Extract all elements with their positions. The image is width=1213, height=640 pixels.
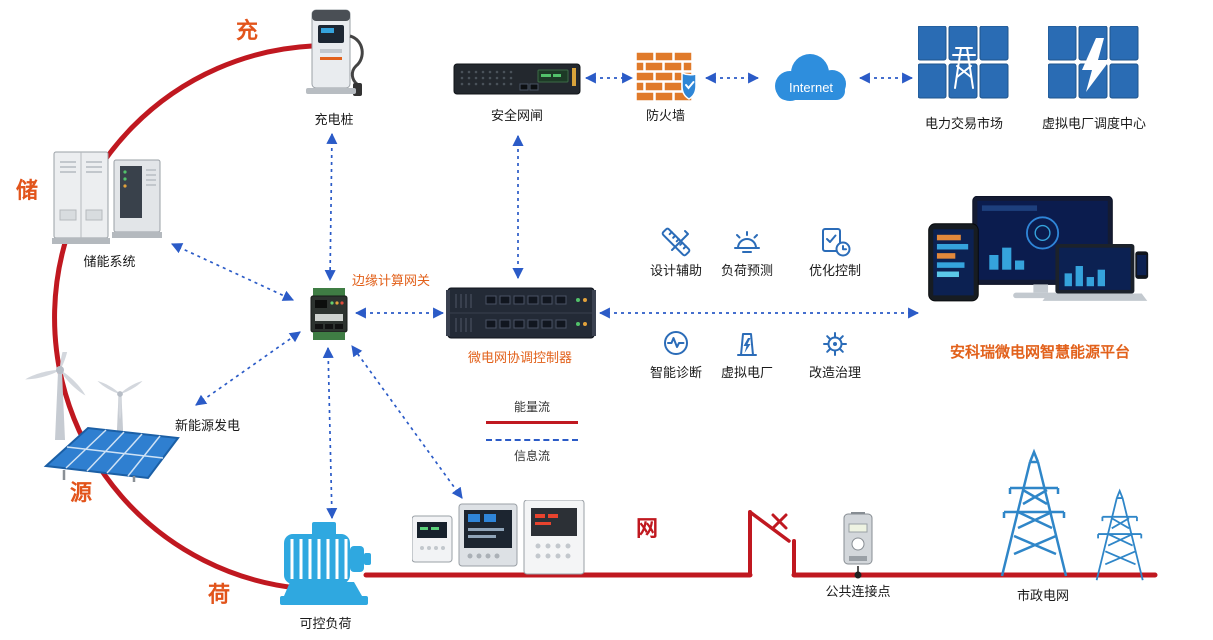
power-market-label: 电力交易市场 xyxy=(924,116,1003,131)
info-flow-lines xyxy=(170,72,920,520)
alarm-icon xyxy=(734,231,760,253)
legend-energy-line xyxy=(486,421,578,424)
controller-label: 微电网协调控制器 xyxy=(467,350,572,365)
label-storage: 储 xyxy=(16,178,39,203)
pcc-label: 公共连接点 xyxy=(825,584,891,599)
vpp-dispatch-node: 虚拟电厂调度中心 xyxy=(1042,26,1146,132)
platform-devices-icon xyxy=(928,196,1149,302)
municipal-grid-icon xyxy=(1000,448,1144,581)
charging-pile-icon xyxy=(306,9,364,96)
firewall-label: 防火墙 xyxy=(645,108,685,123)
internet-cloud-icon: Internet xyxy=(775,54,846,101)
energy-arc xyxy=(52,43,315,591)
vpp-dispatch-icon xyxy=(1048,26,1139,99)
vpp-dispatch-label: 虚拟电厂调度中心 xyxy=(1041,116,1146,131)
power-market-node: 电力交易市场 xyxy=(918,26,1010,132)
lightning-icon xyxy=(1082,38,1110,92)
checklist-clock-icon xyxy=(822,228,851,257)
platform-label: 安科瑞微电网智慧能源平台 xyxy=(949,344,1130,361)
feature-load-forecast: 负荷预测 xyxy=(704,224,790,279)
controller-icon xyxy=(446,287,596,339)
ruler-icon xyxy=(661,227,691,257)
pcc-meter-icon xyxy=(843,512,873,565)
motor-icon xyxy=(280,522,371,605)
feature-label: 智能诊断 xyxy=(649,365,702,380)
storage-node: 储能系统 xyxy=(52,148,167,270)
internet-label: Internet xyxy=(789,80,833,95)
label-grid: 网 xyxy=(636,516,659,541)
legend-info-label: 信息流 xyxy=(513,449,550,463)
feature-virtual-power-plant: 虚拟电厂 xyxy=(704,326,790,381)
pcc-stem xyxy=(854,566,862,579)
switch-blade xyxy=(748,510,791,543)
feature-smart-diagnosis: 智能诊断 xyxy=(633,326,719,381)
pulse-icon xyxy=(664,331,688,355)
feature-optimal-control: 优化控制 xyxy=(792,224,878,279)
feature-label: 优化控制 xyxy=(808,263,861,278)
renewable-label: 新能源发电 xyxy=(175,418,241,433)
storage-icon xyxy=(52,151,162,244)
feature-label: 改造治理 xyxy=(808,365,861,380)
energy-flow-lines xyxy=(52,43,1158,591)
feature-label: 设计辅助 xyxy=(649,263,702,278)
controllable-load-label: 可控负荷 xyxy=(299,616,352,631)
switch-open-mark xyxy=(771,513,788,530)
label-source: 源 xyxy=(70,480,93,505)
controllable-load-node: 可控负荷 xyxy=(278,522,373,632)
storage-label: 储能系统 xyxy=(83,254,136,269)
legend-info-line xyxy=(486,439,578,441)
gear-icon xyxy=(823,332,847,356)
legend-energy-label: 能量流 xyxy=(513,400,550,414)
legend: 能量流 信息流 xyxy=(484,398,580,464)
security-gateway-icon xyxy=(453,63,581,95)
feature-retrofit-governance: 改造治理 xyxy=(792,326,878,381)
charging-pile-label: 充电桩 xyxy=(314,112,354,127)
firewall-icon xyxy=(636,52,697,102)
edge-gateway-icon xyxy=(310,288,348,340)
security-gateway-label: 安全网闸 xyxy=(490,108,543,123)
label-charge: 充 xyxy=(236,18,259,43)
feature-label: 虚拟电厂 xyxy=(720,365,773,380)
feature-label: 负荷预测 xyxy=(720,263,773,278)
label-load: 荷 xyxy=(208,582,231,607)
power-plant-icon xyxy=(737,333,757,356)
municipal-grid-label: 市政电网 xyxy=(1016,588,1069,603)
feature-design-assist: 设计辅助 xyxy=(633,224,719,279)
meters-icon xyxy=(412,500,585,575)
edge-gateway-label: 边缘计算网关 xyxy=(352,273,431,288)
power-market-icon xyxy=(918,26,1009,99)
charging-pile-node: 充电桩 xyxy=(292,6,376,128)
renewable-icon xyxy=(25,352,180,482)
